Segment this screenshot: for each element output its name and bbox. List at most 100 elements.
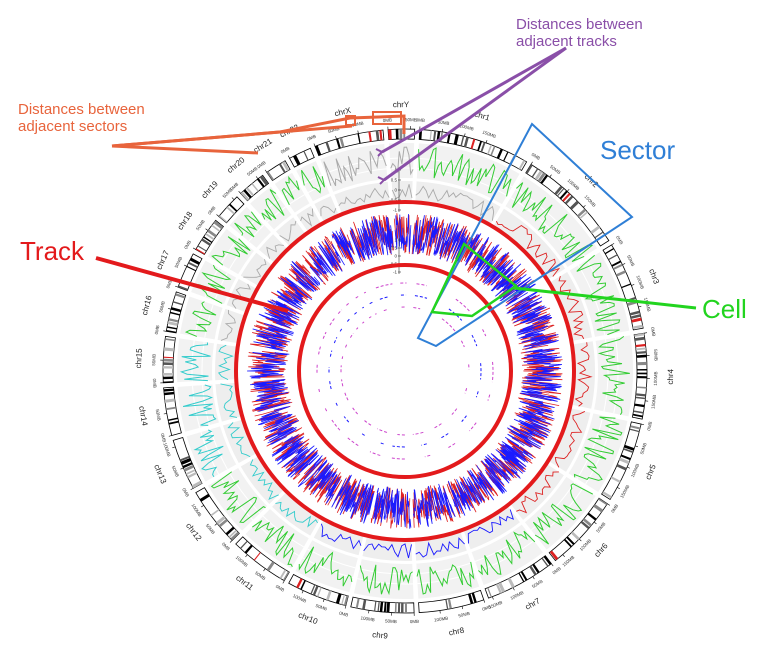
cell-bg (217, 308, 245, 344)
blue-series (472, 236, 536, 307)
ideogram-band (282, 161, 290, 172)
second-track-series (231, 283, 251, 309)
sectors-gap-label-line2: adjacent sectors (18, 118, 127, 135)
cell-bg (303, 374, 352, 399)
second-track-series (338, 187, 390, 207)
second-track-series (279, 220, 297, 242)
tick-label: 100MB (360, 615, 375, 622)
chromosome-label: chr10 (297, 610, 319, 626)
tick-mark (532, 576, 535, 580)
red-series (318, 236, 343, 272)
tick-label: 0MB (339, 611, 349, 618)
tick-mark (301, 590, 304, 594)
axis-tick-label: -1 (393, 270, 397, 275)
sector-label: Sector (600, 135, 675, 165)
grid-line (260, 198, 281, 216)
ideogram-band (166, 326, 177, 330)
tick-mark (231, 197, 235, 200)
axis-tick-label: 0 (394, 254, 397, 259)
chromosome-label: chr16 (140, 294, 154, 316)
second-track-series (516, 471, 559, 514)
cell-bg (451, 317, 506, 362)
second-track-series (227, 422, 251, 458)
grid-line (192, 385, 201, 428)
ideogram-band (612, 263, 623, 270)
cell-bg (316, 307, 362, 344)
tracks-gap-label-line1: Distances between (516, 16, 643, 33)
chromosome-label: chr15 (134, 348, 144, 369)
inner-segment (448, 308, 463, 321)
ideogram-band (636, 376, 647, 379)
tick-label: 0MB (160, 433, 167, 443)
tick-label: 0MB (275, 584, 286, 593)
ideogram-band (357, 133, 361, 144)
ideogram-band (633, 410, 644, 414)
tick-label: 50MB (246, 166, 258, 177)
outer-track-series (298, 546, 353, 587)
ideogram-band (228, 203, 238, 212)
ideogram-band (520, 571, 528, 581)
chromosome-label: chr7 (524, 596, 542, 612)
ideogram-band (611, 260, 622, 267)
ideogram-band (343, 595, 349, 606)
inner-segment (413, 307, 421, 310)
inner-segment (369, 451, 381, 456)
tick-label: 0MB (646, 421, 653, 431)
outer-track-series (184, 301, 217, 337)
tick-mark (282, 580, 285, 584)
grid-line (390, 157, 414, 160)
ideogram-band (168, 318, 179, 323)
ideogram-band (335, 138, 341, 149)
ideogram-band (629, 428, 640, 433)
axis-tick-label: 0.5 (391, 178, 398, 183)
tick-mark (263, 568, 266, 572)
cell-bg (326, 297, 367, 336)
chromosome-label: chr4 (666, 368, 675, 384)
tick-label: 150MB (488, 600, 503, 610)
tracks-gap-label-line2: adjacent tracks (516, 33, 617, 50)
cell-bg (186, 426, 237, 482)
inner-segment (349, 332, 354, 338)
ideogram-band (498, 582, 506, 593)
ideogram-band (259, 175, 269, 186)
ideogram-track (162, 128, 648, 614)
ideogram-band (379, 601, 384, 612)
outer-track-series (573, 416, 623, 481)
ideogram-band (243, 189, 252, 199)
inner-segment (441, 318, 456, 332)
grid-line (240, 217, 258, 236)
axis-tick-label: 1 (394, 238, 397, 243)
tick-label: 0MB (531, 152, 542, 161)
ideogram-band (445, 599, 449, 610)
cell-bg (470, 428, 546, 503)
outer-track-series (198, 264, 232, 304)
axis-tick-label: -0.5 (389, 198, 397, 203)
cell-bg (569, 252, 630, 337)
ideogram-band (205, 232, 215, 241)
ideogram-band (471, 592, 477, 603)
grid-line (201, 385, 210, 426)
inner-segment (460, 340, 465, 348)
ideogram-band (566, 536, 575, 545)
inner-segment (329, 350, 333, 357)
ideogram-band (163, 391, 175, 396)
outer-track-series (359, 564, 413, 596)
ideogram-band (480, 142, 486, 153)
ideogram-band (487, 144, 493, 155)
inner-segment (345, 344, 348, 348)
cell-bg (451, 383, 505, 426)
ideogram-band (621, 283, 632, 289)
grid-line (214, 272, 228, 301)
blue-series (507, 397, 555, 449)
tick-mark (641, 423, 645, 426)
ideogram-sector (548, 497, 608, 562)
ideogram-band (165, 338, 176, 342)
blue-series (297, 455, 341, 504)
tick-mark (583, 205, 586, 208)
ideogram-band (549, 550, 559, 561)
ideogram-band (446, 132, 451, 144)
ideogram-band (188, 261, 198, 269)
ideogram-band (570, 531, 580, 541)
tick-label: 50MB (639, 442, 647, 455)
ideogram-band (587, 512, 597, 521)
